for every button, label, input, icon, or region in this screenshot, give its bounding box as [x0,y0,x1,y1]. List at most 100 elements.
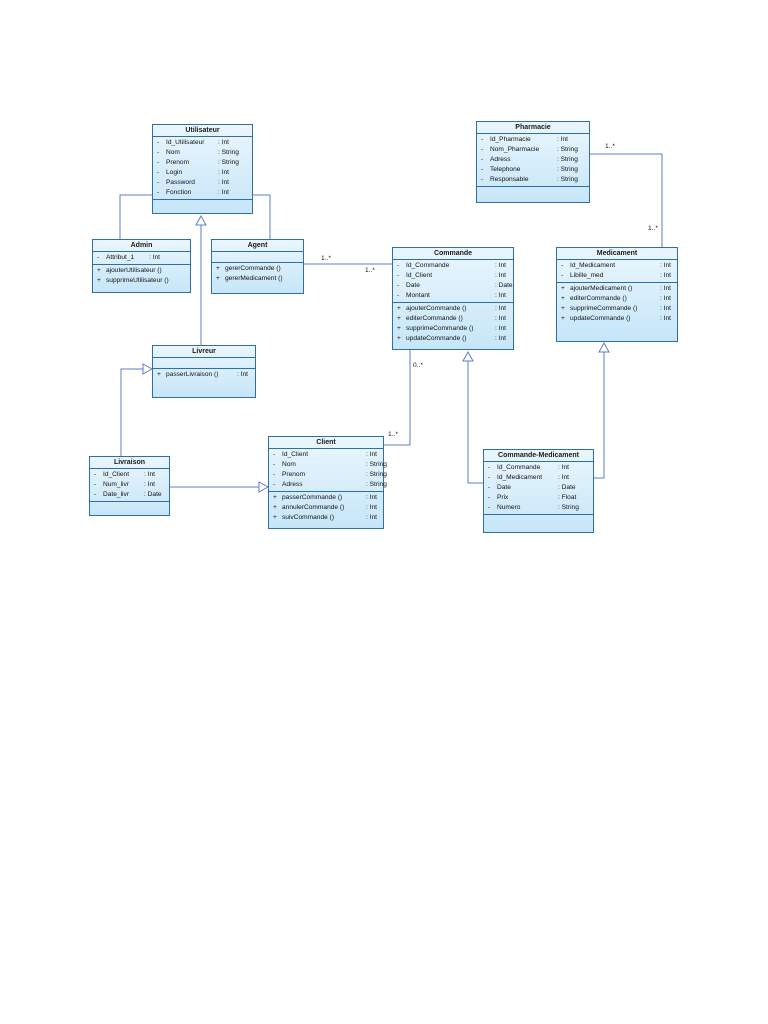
attribute-row: -Date: Date [393,281,513,291]
operation-row: +gererCommande () [212,264,303,274]
visibility-marker: - [94,481,97,488]
operations-compartment: +gererCommande ()+gererMedicament () [212,263,303,285]
attribute-name: Montant [406,292,430,299]
return-type: : Int [366,514,377,521]
visibility-marker: + [561,295,565,302]
attribute-name: Numero [497,504,521,511]
attribute-name: Id_Pharmacie [490,136,531,143]
attribute-type: : String [557,176,578,183]
attribute-row: -Date_livr: Date [90,490,169,500]
attribute-row: -Id_Client: Int [393,271,513,281]
visibility-marker: - [157,179,160,186]
attribute-name: Date [406,282,420,289]
attribute-name: Prix [497,494,509,501]
attribute-name: Prenom [166,159,190,166]
attribute-name: Password [166,179,195,186]
attribute-row: -Id_Commande: Int [393,261,513,271]
visibility-marker: + [397,305,401,312]
operation-name: ajouterMedicament () [570,285,633,292]
operation-name: updateCommande () [570,315,631,322]
operation-row: +passerCommande (): Int [269,493,383,503]
class-name: Medicament [557,248,677,260]
attribute-row: -Num_livr: Int [90,480,169,490]
visibility-marker: - [397,272,400,279]
visibility-marker: - [488,464,491,471]
attribute-row: -Login: Int [153,168,252,178]
operation-row: +editerCommande (): Int [557,294,677,304]
attribute-name: Adress [490,156,511,163]
attribute-name: Num_livr [103,481,130,488]
attribute-type: : String [218,159,239,166]
visibility-marker: + [273,504,277,511]
visibility-marker: - [273,471,276,478]
operations-compartment [90,502,169,512]
visibility-marker: + [273,514,277,521]
attribute-name: Telephone [490,166,521,173]
attribute-name: Responsable [490,176,529,183]
cm-commande-connector [467,352,483,484]
operation-name: passerLivraison () [166,371,219,378]
attribute-row: -Telephone: String [477,165,589,175]
operation-name: gererCommande () [225,265,281,272]
visibility-marker: - [273,461,276,468]
attribute-name: Id_Client [406,272,433,279]
attribute-name: Nom [282,461,296,468]
multiplicity-label: 1..* [321,255,331,262]
attribute-name: Id_Utilisateur [166,139,205,146]
attribute-row: -Attribut_1: Int [93,253,190,263]
visibility-marker: - [561,272,564,279]
attributes-compartment: -Id_Commande: Int-Id_Medicament: Int-Dat… [484,462,593,515]
visibility-marker: + [273,494,277,501]
commande-client-connector [384,350,411,446]
attributes-compartment: -Id_Client: Int-Nom: String-Prenom: Stri… [269,449,387,492]
return-type: : Int [495,305,506,312]
operation-row: +updateCommande (): Int [393,334,513,344]
attribute-row: -Nom: String [269,460,387,470]
class-pharmacie: Pharmacie-Id_Pharmacie: Int-Nom_Pharmaci… [476,121,590,203]
operation-row: +updateCommande (): Int [557,314,677,324]
return-type: : Int [660,315,671,322]
attribute-type: : String [366,471,387,478]
visibility-marker: + [397,325,401,332]
operation-row: +ajouterMedicament (): Int [557,284,677,294]
attribute-row: -Adress: String [477,155,589,165]
attribute-row: -Prenom: String [153,158,252,168]
operation-name: passerCommande () [282,494,343,501]
livreur-inheritance-arrowhead [195,214,207,226]
class-name: Utilisateur [153,125,252,137]
class-client: Client-Id_Client: Int-Nom: String-Prenom… [268,436,387,529]
livraison-livreur-arrowhead [142,363,154,375]
attribute-type: : Date [495,282,513,289]
attribute-name: Date_livr [103,491,130,498]
attribute-name: Libille_med [570,272,604,279]
visibility-marker: - [397,292,400,299]
visibility-marker: - [157,189,160,196]
visibility-marker: - [561,262,564,269]
attribute-row: -Nom: String [153,148,252,158]
class-utilisateur: Utilisateur-Id_Utilisateur: Int-Nom: Str… [152,124,253,214]
admin-inheritance-connector [119,194,152,239]
operations-compartment [477,187,589,197]
visibility-marker: + [397,335,401,342]
operation-name: ajouterCommande () [406,305,467,312]
class-livreur: Livreur+passerLivraison (): Int [152,345,256,398]
attribute-name: Attribut_1 [106,254,135,261]
operation-name: editerCommande () [570,295,627,302]
attribute-type: : String [557,146,578,153]
class-name: Agent [212,240,303,252]
attributes-compartment: -Attribut_1: Int [93,252,190,265]
class-name: Admin [93,240,190,252]
agent-inheritance-connector [253,194,271,239]
attribute-row: -Nom_Pharmacie: String [477,145,589,155]
operations-compartment: +passerLivraison (): Int [153,369,255,381]
class-livraison: Livraison-Id_Client: Int-Num_livr: Int-D… [89,456,170,516]
attribute-type: : String [557,166,578,173]
medicament-pharmacie-connector [590,153,663,247]
visibility-marker: + [216,275,220,282]
visibility-marker: - [488,504,491,511]
visibility-marker: + [97,267,101,274]
return-type: : Int [495,325,506,332]
operation-row: +ajouterUtilisateur () [93,266,190,276]
operation-row: + ajouterCommande () : Int [393,304,513,314]
